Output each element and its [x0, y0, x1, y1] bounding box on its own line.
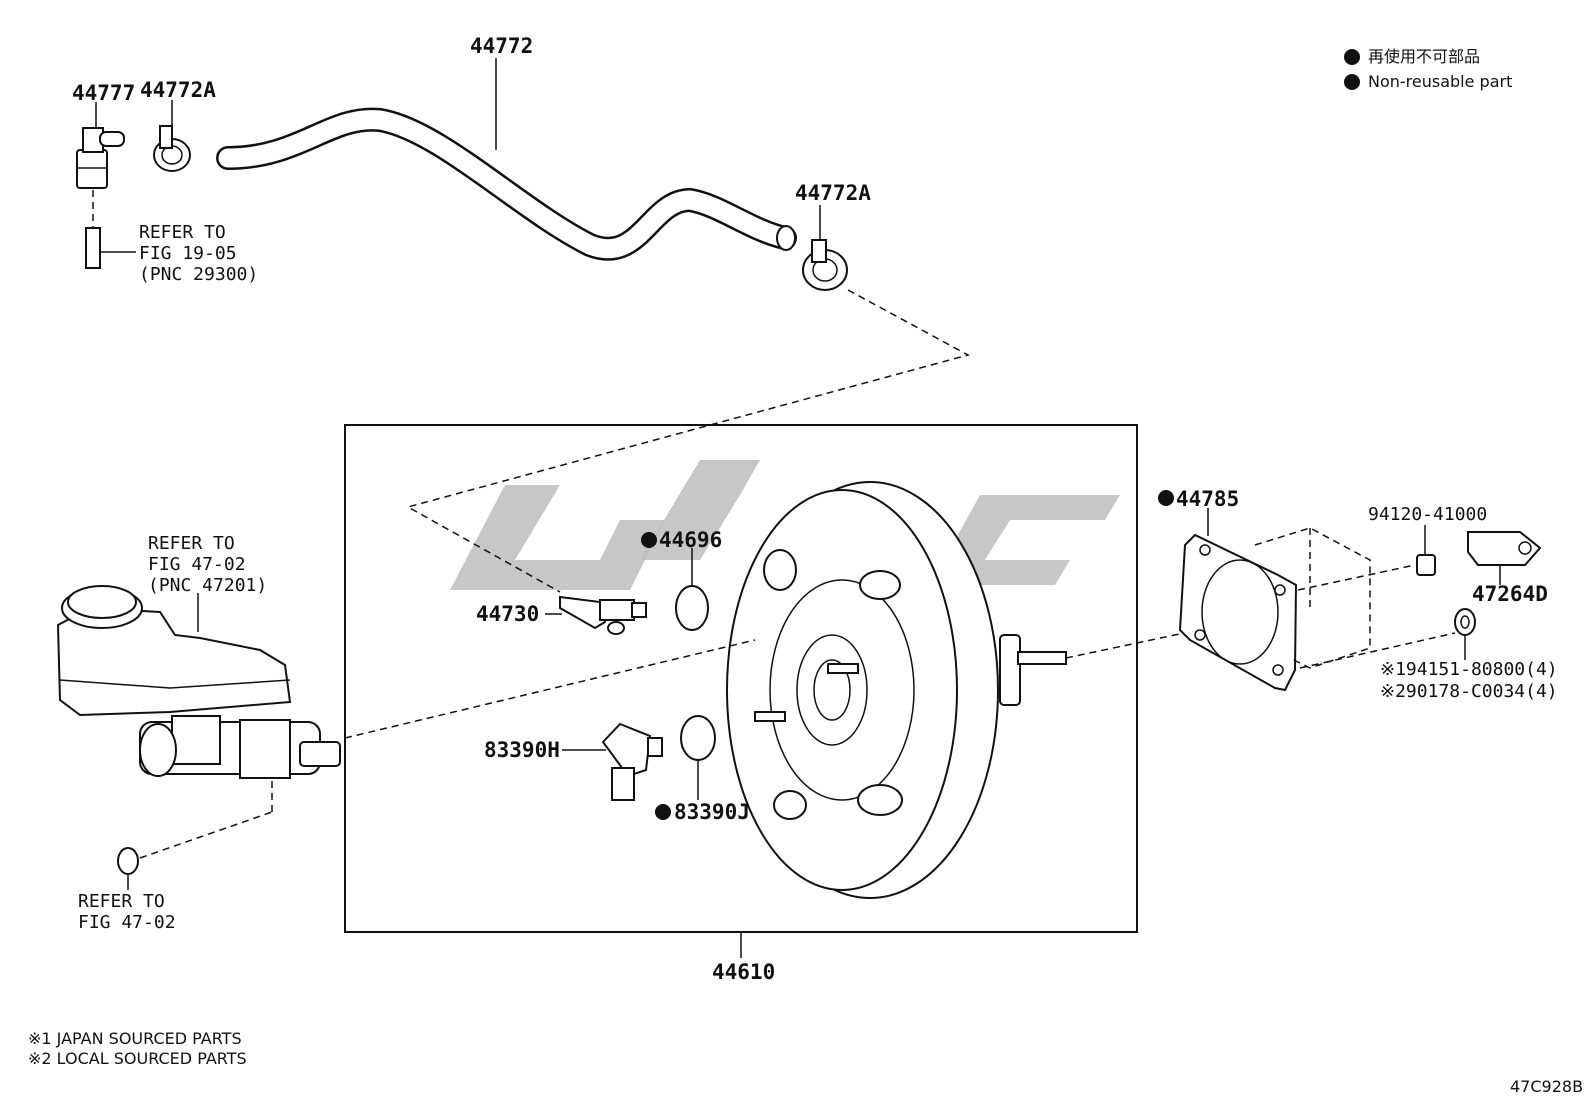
- black-circle-icon: [1344, 74, 1360, 90]
- ref1-line3: (PNC 29300): [139, 264, 258, 285]
- pressure-sensor-83390h: [601, 722, 663, 801]
- non-reusable-marker-44785: [1158, 490, 1174, 506]
- legend-text-english: Non-reusable part: [1368, 72, 1512, 91]
- hose-clip-44772a-right: [802, 239, 848, 291]
- nut-194151-80800: [1454, 608, 1476, 636]
- label-44785: 44785: [1176, 487, 1239, 511]
- label-290178-c0034: ※290178-C0034(4): [1380, 681, 1558, 702]
- black-circle-icon: [1344, 49, 1360, 65]
- clevis-47264d: [1467, 531, 1542, 566]
- label-44777: 44777: [72, 81, 135, 105]
- label-94120-41000: 94120-41000: [1368, 504, 1487, 525]
- ref1-line2: FIG 19-05: [139, 243, 237, 264]
- non-reusable-marker-44696: [641, 532, 657, 548]
- grommet-44696: [675, 585, 709, 631]
- legend-text-japanese: 再使用不可部品: [1368, 47, 1480, 66]
- check-valve-44777: [76, 127, 125, 189]
- ref2-line3: (PNC 47201): [148, 575, 267, 596]
- ref1-line1: REFER TO: [139, 222, 226, 243]
- master-cylinder-assembly: [56, 585, 341, 779]
- footnote-local: ※2 LOCAL SOURCED PARTS: [28, 1049, 247, 1068]
- label-44610: 44610: [712, 960, 775, 984]
- vacuum-port-44730: [559, 595, 647, 635]
- grommet-83390j: [680, 715, 716, 761]
- gasket-44785: [1178, 533, 1298, 692]
- reference-note-3: REFER TO FIG 47-02: [78, 891, 176, 933]
- ref2-line1: REFER TO: [148, 533, 235, 554]
- vacuum-hose-44772: [216, 107, 797, 261]
- label-44696: 44696: [659, 528, 722, 552]
- label-83390j: 83390J: [674, 800, 750, 824]
- nut-94120-41000: [1416, 554, 1436, 576]
- label-44772: 44772: [470, 34, 533, 58]
- label-44730: 44730: [476, 602, 539, 626]
- footnote-japan: ※1 JAPAN SOURCED PARTS: [28, 1029, 242, 1048]
- reference-note-2: REFER TO FIG 47-02 (PNC 47201): [148, 533, 267, 596]
- ref3-line2: FIG 47-02: [78, 912, 176, 933]
- figure-code: 47C928B: [1510, 1077, 1583, 1096]
- label-47264d: 47264D: [1472, 582, 1548, 606]
- hose-clip-44772a-top: [153, 125, 191, 172]
- footnotes: ※1 JAPAN SOURCED PARTS ※2 LOCAL SOURCED …: [28, 1029, 247, 1068]
- reservoir-grommet: [117, 847, 139, 875]
- brake-booster-44610: [726, 481, 1067, 899]
- ref3-line1: REFER TO: [78, 891, 165, 912]
- label-44772a-right: 44772A: [795, 181, 871, 205]
- label-44772a-top: 44772A: [140, 78, 216, 102]
- legend: 再使用不可部品 Non-reusable part: [1344, 47, 1512, 91]
- reference-note-1: REFER TO FIG 19-05 (PNC 29300): [139, 222, 258, 285]
- ref2-line2: FIG 47-02: [148, 554, 246, 575]
- non-reusable-marker-83390j: [655, 804, 671, 820]
- label-194151-80800: ※194151-80800(4): [1380, 659, 1558, 680]
- label-83390h: 83390H: [484, 738, 560, 762]
